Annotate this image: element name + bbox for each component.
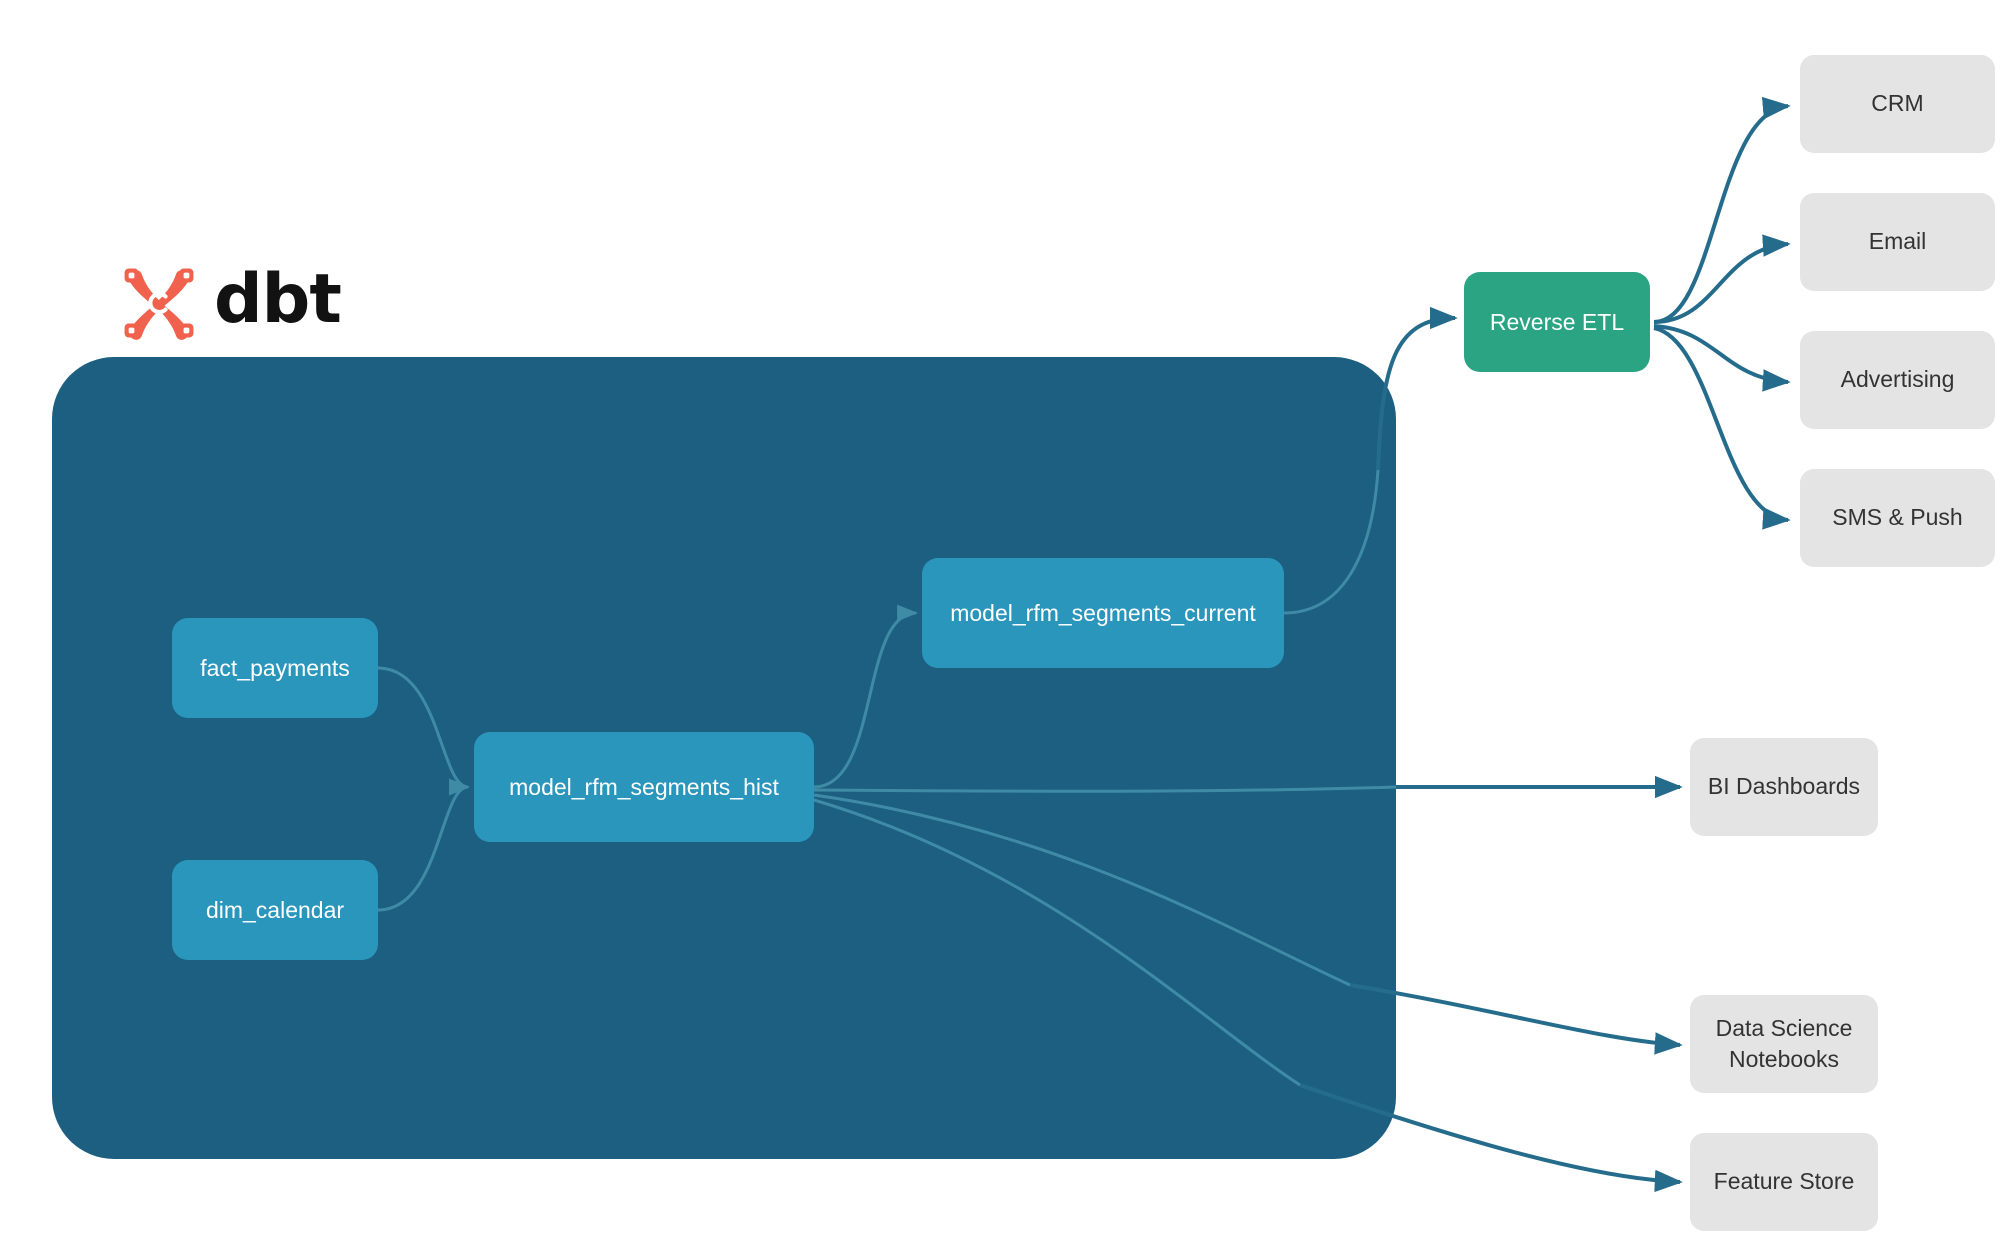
destination-node-ds-notebooks[interactable]: Data Science Notebooks [1690,995,1878,1093]
destination-label-line2: Notebooks [1729,1046,1839,1072]
dbt-mark-icon [124,268,194,340]
model-node-label: fact_payments [200,654,350,681]
edge-to-ds-notebooks [1349,983,1683,1055]
destination-label: Email [1868,228,1927,255]
dbt-wordmark: dbt [214,260,342,339]
destination-label: SMS & Push [1832,504,1963,531]
edge-reverse-etl-to-crm [1653,97,1791,324]
destination-label: Feature Store [1713,1168,1855,1195]
reverse-etl-node[interactable]: Reverse ETL [1464,272,1650,372]
destination-label: CRM [1871,90,1924,117]
edge-reverse-etl-to-advertising [1653,324,1791,392]
reverse-etl-label: Reverse ETL [1489,308,1625,335]
model-node-label: dim_calendar [205,896,345,923]
destination-node-crm[interactable]: CRM [1800,55,1995,153]
model-node-label: model_rfm_segments_hist [509,773,779,800]
destination-label: Data Science Notebooks [1716,1013,1853,1075]
destination-label: Advertising [1840,366,1955,393]
model-node-rfm-segments-hist[interactable]: model_rfm_segments_hist [474,732,814,842]
destination-node-email[interactable]: Email [1800,193,1995,291]
dbt-logo: dbt [118,258,342,348]
model-node-dim-calendar[interactable]: dim_calendar [172,860,378,960]
destination-label: BI Dashboards [1707,773,1861,800]
destination-node-feature-store[interactable]: Feature Store [1690,1133,1878,1231]
edge-reverse-etl-to-sms-push [1653,326,1791,530]
destination-label-line1: Data Science [1715,1014,1853,1041]
destination-node-sms-push[interactable]: SMS & Push [1800,469,1995,567]
edge-reverse-etl-to-email [1653,234,1791,324]
model-node-fact-payments[interactable]: fact_payments [172,618,378,718]
destination-node-advertising[interactable]: Advertising [1800,331,1995,429]
model-node-label: model_rfm_segments_current [950,599,1256,626]
destination-node-bi-dashboards[interactable]: BI Dashboards [1690,738,1878,836]
model-node-rfm-segments-current[interactable]: model_rfm_segments_current [922,558,1284,668]
